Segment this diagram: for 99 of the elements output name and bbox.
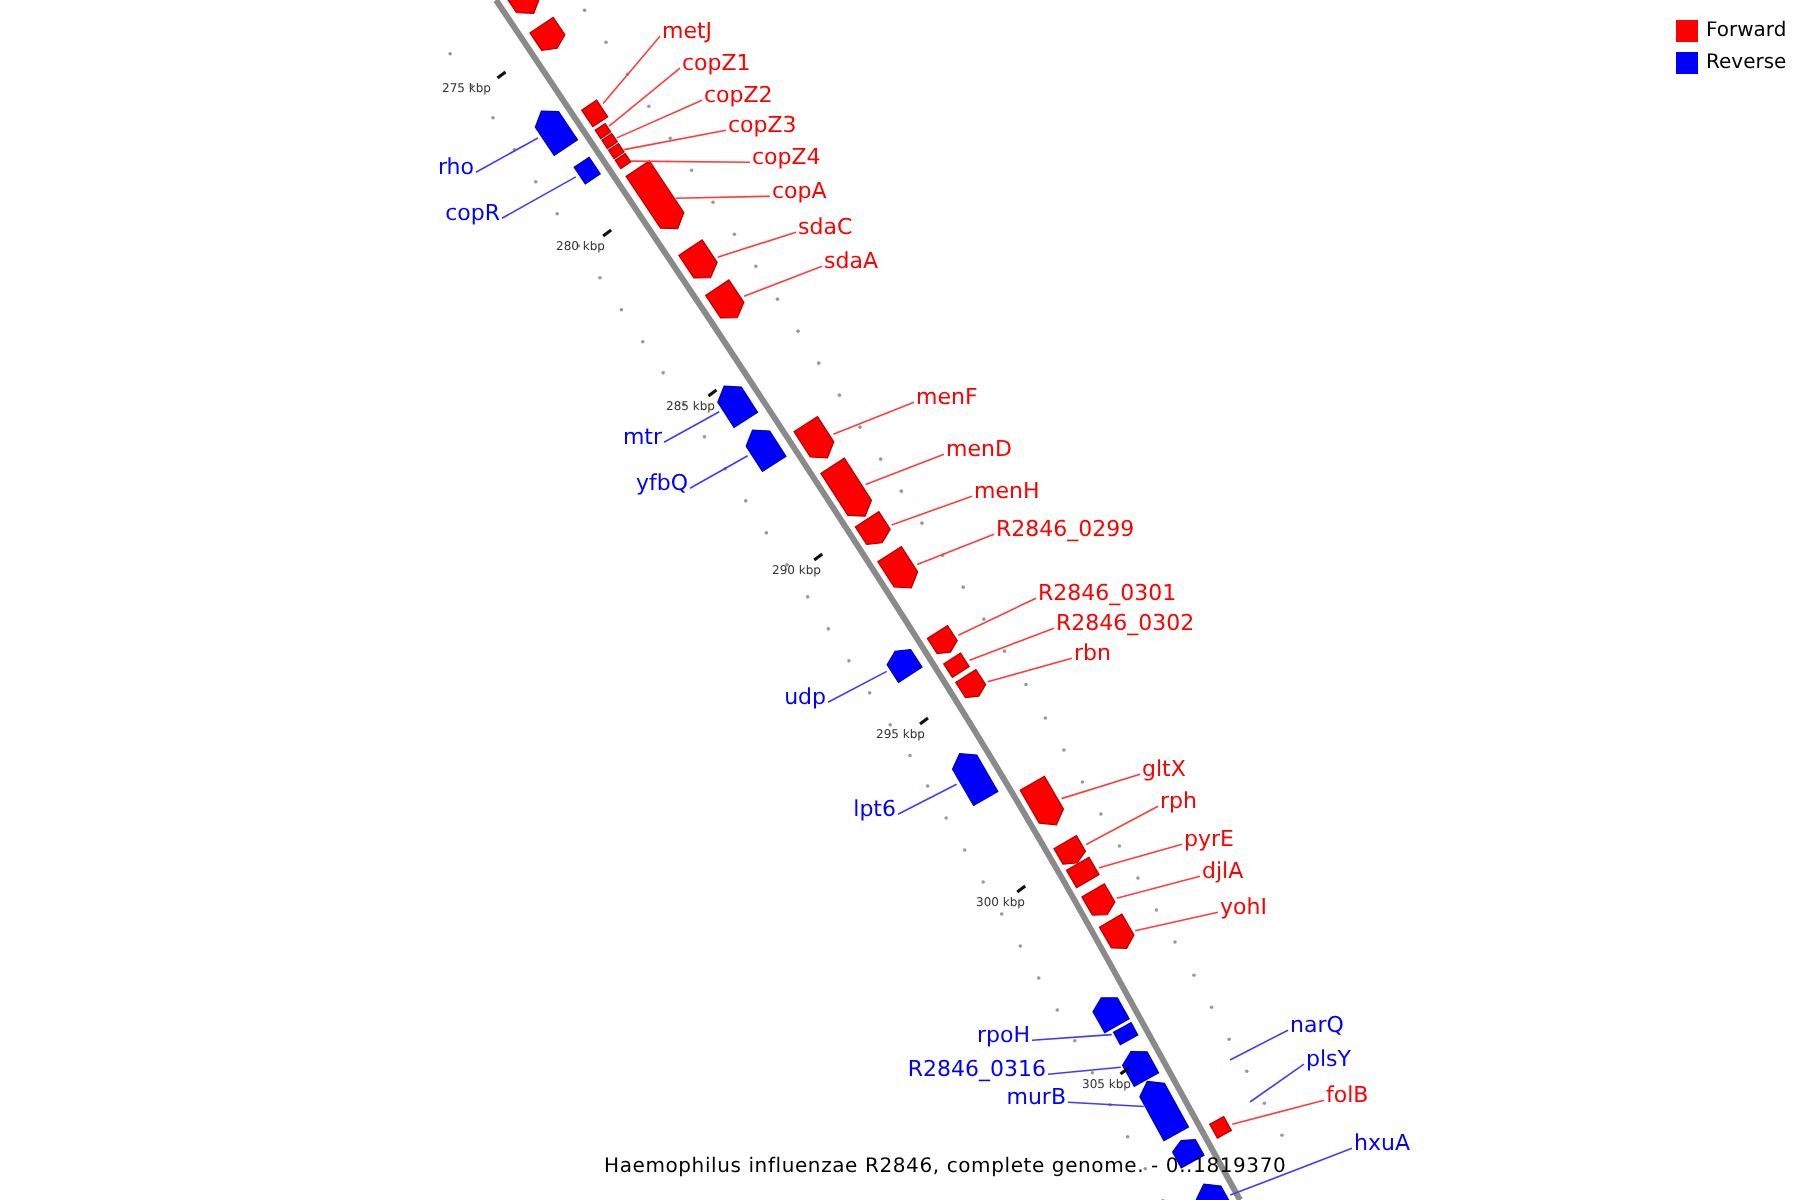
gene-block (745, 429, 787, 473)
legend-label: Forward (1706, 19, 1787, 43)
gene-block (614, 152, 632, 170)
leader-line (674, 195, 771, 200)
leader-line (689, 455, 749, 489)
gene-label: folB (1326, 1082, 1369, 1108)
leader-line (663, 410, 720, 443)
gene-label: yohI (1220, 894, 1267, 920)
gene-block (1092, 997, 1130, 1034)
caption: Haemophilus influenzae R2846, complete genome. - 0..1819370 (604, 1156, 1287, 1180)
gene-label: R2846_0316 (907, 1056, 1046, 1082)
gene-label: R2846_0302 (1056, 610, 1195, 636)
gene-label: R2846_0301 (1038, 580, 1177, 606)
gene-block (1098, 913, 1135, 949)
leader-line (1134, 911, 1219, 932)
gene-block (529, 16, 566, 51)
gene-label: rbn (1074, 640, 1111, 666)
gene-block (573, 156, 602, 185)
leader-line (716, 231, 797, 258)
gene-block (820, 457, 873, 517)
leader-line (743, 265, 823, 297)
gene-label: udp (784, 684, 826, 710)
leader-line (1229, 1147, 1353, 1196)
leader-line (897, 783, 958, 815)
gene-label: R2846_0299 (996, 516, 1135, 542)
gene-label: copA (772, 178, 827, 204)
leader-line (832, 401, 915, 436)
gene-block (607, 142, 625, 160)
gene-label: yfbQ (635, 470, 688, 496)
gene-label: sdaA (824, 248, 878, 274)
gene-block (1081, 883, 1116, 916)
gene-block (942, 652, 970, 679)
gene-block (793, 415, 835, 459)
gene-label: metJ (662, 18, 713, 44)
gene-label: rph (1160, 788, 1197, 814)
leader-line (957, 597, 1037, 636)
gene-label: rpoH (976, 1022, 1030, 1048)
gene-block (594, 122, 612, 140)
leader-line (1060, 773, 1141, 800)
leader-line (616, 99, 703, 139)
gene-label: copZ3 (728, 112, 797, 138)
gene-label: mtr (622, 424, 662, 450)
leader-line (827, 670, 888, 703)
leader-line (1031, 1033, 1113, 1041)
legend-label: Reverse (1706, 51, 1787, 75)
gene-label: menH (974, 478, 1040, 504)
gene-label: djlA (1202, 858, 1244, 884)
leader-line (630, 160, 751, 163)
leader-line (602, 35, 661, 105)
leader-line (986, 657, 1073, 683)
gene-label: narQ (1290, 1012, 1344, 1038)
leader-line (608, 67, 681, 127)
leader-line (1229, 1029, 1289, 1061)
leader-line (623, 129, 727, 151)
gene-block (854, 510, 891, 546)
gene-block (1208, 1115, 1233, 1139)
gene-block (534, 110, 579, 157)
gene-block (1019, 775, 1065, 826)
gene-label: rho (437, 154, 474, 180)
gene-block (951, 752, 999, 807)
gene-label: plsY (1306, 1046, 1351, 1072)
gene-label: lpt6 (853, 796, 896, 822)
leader-line (1231, 1099, 1325, 1126)
gene-block (926, 624, 958, 655)
gene-label: copZ1 (682, 50, 751, 76)
gene-block (625, 160, 685, 230)
gene-block (954, 668, 987, 699)
gene-label: copZ4 (752, 144, 821, 170)
leader-line (1047, 1066, 1122, 1075)
leader-line (1098, 843, 1183, 869)
gene-block (877, 545, 919, 589)
leader-line (1067, 1101, 1145, 1108)
leader-line (864, 453, 945, 486)
leader-line (890, 495, 973, 526)
gene-label: gltX (1142, 756, 1186, 782)
leader-line (916, 533, 995, 566)
gene-label: pyrE (1184, 826, 1234, 852)
leader-line (968, 627, 1055, 661)
gene-label: hxuA (1354, 1130, 1410, 1156)
gene-block (1112, 1021, 1139, 1046)
gene-label: sdaC (798, 214, 853, 240)
leader-line (1249, 1063, 1305, 1103)
gene-block (1139, 1080, 1190, 1142)
leader-line (475, 137, 539, 173)
gene-label: menD (946, 436, 1012, 462)
leader-line (1085, 805, 1159, 846)
gene-block (1053, 834, 1087, 865)
gene-block (717, 385, 759, 429)
leader-line (1115, 875, 1201, 899)
gene-block (601, 132, 619, 150)
gene-block (886, 648, 923, 684)
gene-label: murB (1006, 1084, 1066, 1110)
gene-block (678, 239, 718, 279)
gene-label: menF (916, 384, 978, 410)
leader-line (501, 176, 577, 219)
gene-block (1065, 856, 1100, 889)
gene-block (704, 279, 745, 319)
gene-label: copZ2 (704, 82, 773, 108)
gene-label: copR (445, 200, 500, 226)
